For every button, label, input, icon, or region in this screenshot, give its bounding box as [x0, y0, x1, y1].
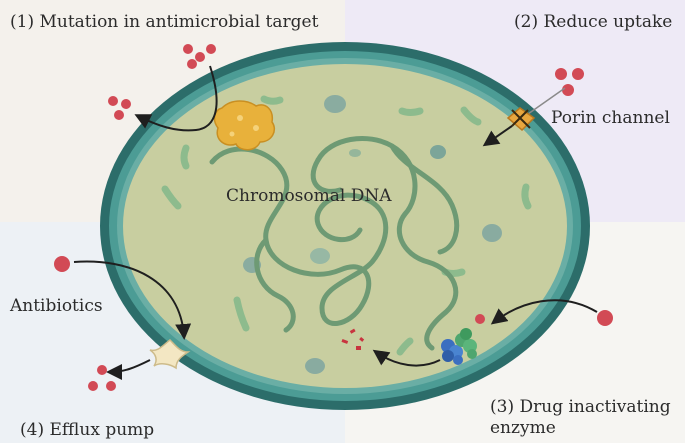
- label-chromosomal-dna: Chromosomal DNA: [226, 186, 392, 206]
- antibiotic-efflux-incoming: [54, 256, 70, 272]
- label-reduce-uptake: (2) Reduce uptake: [514, 12, 673, 32]
- arrow-porin: [482, 125, 513, 147]
- arrow-mutation: [134, 65, 218, 132]
- porin-leader-line: [527, 87, 566, 115]
- chromosomal-dna: [209, 136, 460, 351]
- label-mutation: (1) Mutation in antimicrobial target: [10, 12, 319, 32]
- antibiotic-cluster-1b: [108, 96, 131, 120]
- label-antibiotics: Antibiotics: [10, 296, 103, 316]
- label-efflux-pump: (4) Efflux pump: [20, 420, 155, 440]
- label-drug-inactivating: (3) Drug inactivating: [490, 397, 671, 417]
- antibiotic-cluster-2: [555, 68, 584, 96]
- cytoplasm: [123, 64, 567, 388]
- label-porin-channel: Porin channel: [551, 108, 670, 128]
- arrow-enzyme-out: [372, 349, 441, 367]
- enzyme-icon: [441, 328, 477, 365]
- antibiotic-cluster-1: [183, 44, 216, 69]
- label-enzyme: enzyme: [490, 418, 556, 438]
- arrow-antibiotic-in: [73, 260, 192, 340]
- arrow-efflux-out: [106, 359, 151, 380]
- porin-channel-icon: [506, 107, 536, 132]
- degraded-antibiotic-fragments: [341, 328, 365, 350]
- arrow-enzyme-in: [490, 299, 598, 325]
- antibiotic-cluster-4: [88, 365, 116, 391]
- antibiotic-enzyme-incoming: [475, 310, 613, 326]
- efflux-pump-icon: [149, 339, 191, 370]
- target-protein-icon: [213, 100, 276, 151]
